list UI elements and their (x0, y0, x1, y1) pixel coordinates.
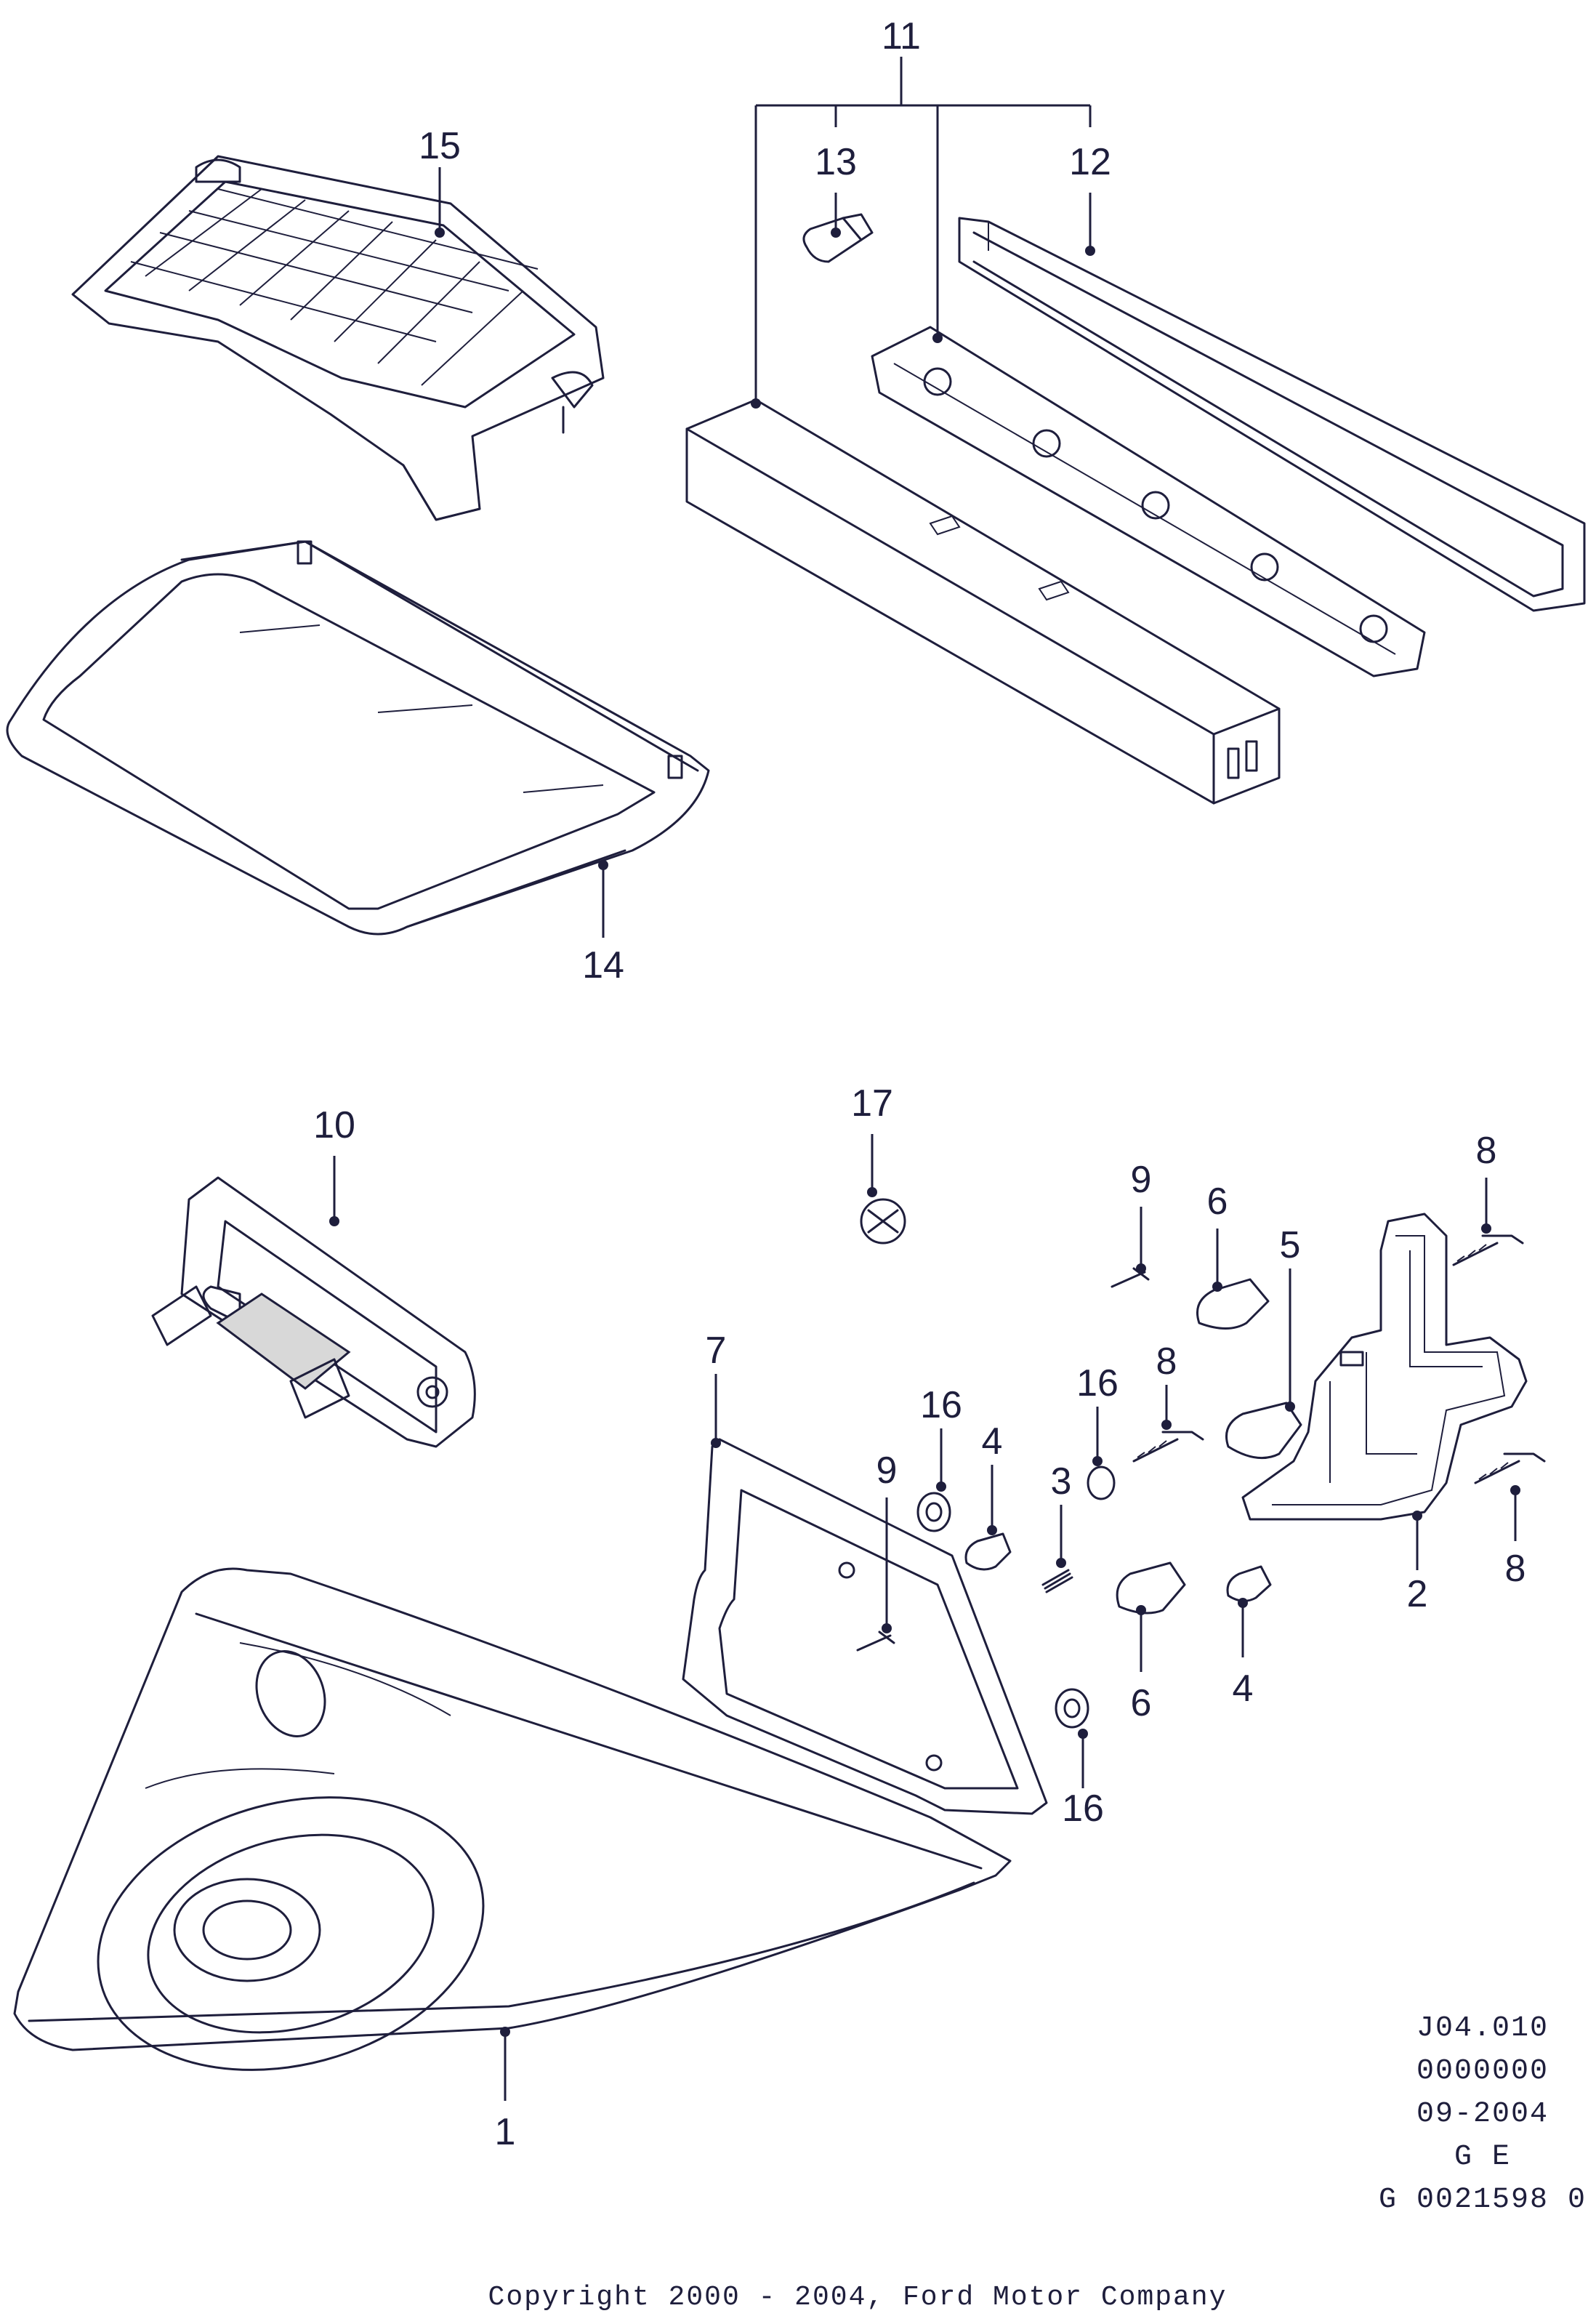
part-16-grommet-a (916, 1492, 951, 1532)
part-8-screw-bottom (1474, 1452, 1546, 1484)
part-7-gasket (682, 1438, 1048, 1815)
reference-line-4: G E (1454, 2141, 1511, 2174)
part-11-light-bar (685, 398, 1281, 805)
callout-16-left: 16 (920, 1384, 962, 1426)
callout-8-middle: 8 (1156, 1340, 1177, 1383)
callout-12: 12 (1069, 141, 1111, 183)
callout-15: 15 (419, 125, 461, 167)
part-16-grommet-b (1087, 1465, 1116, 1500)
part-8-screw-top (1452, 1234, 1524, 1266)
part-13-wedge-bulb (802, 213, 874, 263)
callout-labels: 15 14 11 13 12 10 17 9 6 5 8 7 16 9 4 16… (313, 15, 1526, 2153)
callout-10: 10 (313, 1104, 355, 1146)
callout-7: 7 (706, 1330, 727, 1372)
callout-3: 3 (1051, 1460, 1072, 1503)
callout-14: 14 (582, 944, 624, 986)
part-12-lens-strip (958, 217, 1586, 612)
part-4-bulb-lower (1226, 1565, 1272, 1602)
leader-lines (329, 57, 1520, 2101)
part-14-lamp-housing (6, 540, 710, 936)
callout-6-lower: 6 (1131, 1682, 1152, 1724)
callout-9-lower: 9 (876, 1450, 898, 1492)
part-2-bulb-holder (1241, 1213, 1528, 1521)
copyright-text: Copyright 2000 - 2004, Ford Motor Compan… (488, 2282, 1228, 2313)
part-8-screw-middle (1132, 1431, 1204, 1463)
part-15-mounting-bracket (71, 155, 605, 521)
callout-4-lower: 4 (1233, 1668, 1254, 1710)
callout-16-middle: 16 (1076, 1362, 1119, 1404)
part-16-grommet-c (1055, 1688, 1089, 1729)
callout-11: 11 (882, 15, 921, 57)
part-11-socket-strip (871, 326, 1426, 678)
reference-line-5: G 0021598 0 (1379, 2184, 1587, 2216)
callout-13: 13 (815, 141, 857, 183)
reference-line-1: J04.010 (1416, 2012, 1549, 2045)
reference-line-2: 0000000 (1416, 2055, 1549, 2088)
part-6-bulb-lower (1116, 1561, 1186, 1615)
part-3-pin (1041, 1569, 1073, 1593)
part-9-screw-upper (1111, 1267, 1150, 1288)
callout-16-lower: 16 (1062, 1788, 1104, 1830)
part-5-bulb (1225, 1402, 1302, 1460)
part-9-screw-lower (856, 1631, 895, 1652)
callout-1: 1 (495, 2111, 516, 2153)
part-6-bulb-upper (1196, 1278, 1270, 1330)
part-1-rear-lamp-assembly (13, 1567, 1012, 2071)
callout-9-upper: 9 (1131, 1159, 1152, 1201)
callout-8-top: 8 (1476, 1130, 1497, 1172)
callout-4-upper: 4 (982, 1420, 1003, 1463)
part-10-number-plate-lamp (151, 1176, 476, 1448)
callout-2: 2 (1407, 1573, 1428, 1615)
reference-block: J04.010 0000000 09-2004 G E G 0021598 0 (1379, 2012, 1587, 2216)
callout-17: 17 (851, 1082, 893, 1125)
callout-8-bottom: 8 (1505, 1548, 1526, 1590)
reference-line-3: 09-2004 (1416, 2098, 1549, 2131)
part-4-bulb-upper (964, 1532, 1012, 1571)
callout-5: 5 (1280, 1224, 1301, 1266)
part-17-clip (860, 1198, 906, 1245)
callout-6-upper: 6 (1207, 1181, 1228, 1223)
